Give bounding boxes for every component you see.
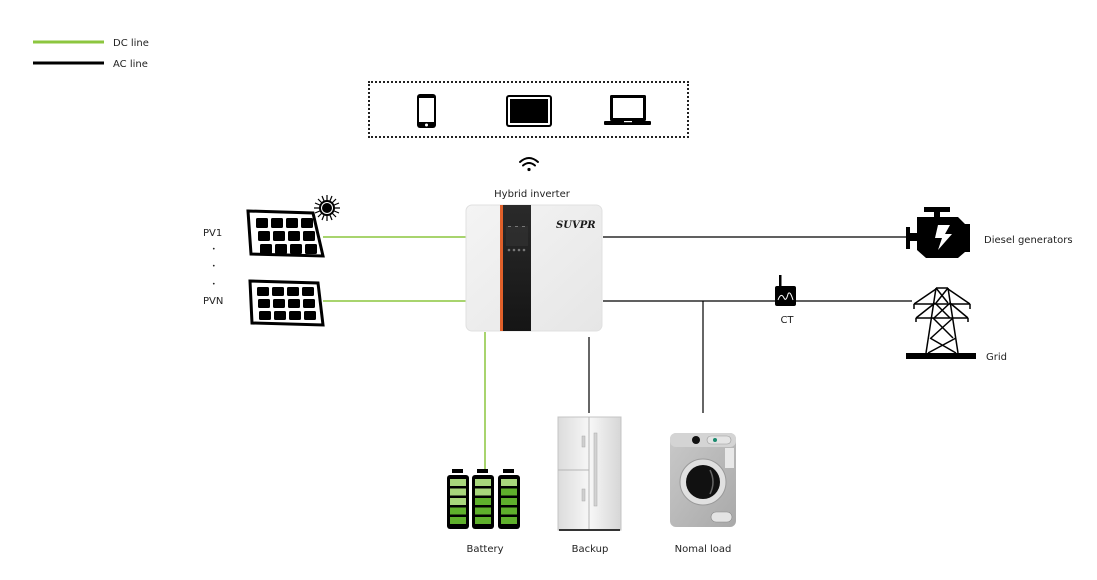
battery-label: Battery xyxy=(466,544,504,555)
diesel-generators-label: Diesel generators xyxy=(984,235,1073,246)
legend-ac-label: AC line xyxy=(113,59,148,70)
battery-level-bar xyxy=(450,517,466,524)
monitoring-devices-box xyxy=(368,81,689,138)
solar-cell xyxy=(259,311,271,320)
pv-dot-1: • xyxy=(212,246,216,253)
battery-terminal xyxy=(503,469,514,473)
solar-cell xyxy=(302,287,314,296)
tablet-icon xyxy=(506,95,552,127)
battery-level-bar xyxy=(501,498,517,505)
battery-terminal xyxy=(452,469,463,473)
solar-cell xyxy=(260,244,272,254)
battery-level-bar xyxy=(501,507,517,515)
inverter-title: Hybrid inverter xyxy=(494,189,570,200)
solar-cell xyxy=(287,287,299,296)
battery-level-bar xyxy=(501,517,517,524)
solar-cell xyxy=(273,231,285,241)
laptop-icon xyxy=(604,95,651,125)
battery-level-bar xyxy=(475,479,491,486)
smartphone-icon xyxy=(417,94,436,128)
solar-cell xyxy=(258,299,270,308)
solar-cell xyxy=(288,299,300,308)
solar-cell xyxy=(290,244,302,254)
backup-label: Backup xyxy=(571,544,609,555)
solar-cell xyxy=(275,244,287,254)
pv-dot-3: • xyxy=(212,281,216,288)
battery-level-bar xyxy=(501,479,517,486)
legend-dc-label: DC line xyxy=(113,38,149,49)
solar-cell xyxy=(256,218,268,228)
solar-cell xyxy=(305,244,317,254)
solar-cell xyxy=(286,218,298,228)
diesel-generator-icon xyxy=(906,207,970,258)
solar-cell xyxy=(303,231,315,241)
pv-dot-2: • xyxy=(212,263,216,270)
battery-level-bar xyxy=(475,507,491,515)
solar-cell xyxy=(301,218,313,228)
solar-cell xyxy=(271,218,283,228)
grid-tower-icon xyxy=(913,287,971,354)
solar-cell xyxy=(304,311,316,320)
battery-level-bar xyxy=(450,507,466,515)
sun-icon xyxy=(314,195,340,221)
battery-level-bar xyxy=(475,517,491,524)
hybrid-inverter-unit xyxy=(465,204,603,332)
washing-machine-icon xyxy=(670,433,736,527)
battery-level-bar xyxy=(501,488,517,496)
pv1-label: PV1 xyxy=(203,228,223,239)
pvn-label: PVN xyxy=(203,296,224,307)
ct-sensor-icon xyxy=(775,275,796,306)
solar-panel-pvn xyxy=(248,279,325,327)
grid-tower-base xyxy=(906,353,976,359)
battery-level-bar xyxy=(475,498,491,505)
ct-label: CT xyxy=(780,315,794,326)
solar-panel-pv1 xyxy=(246,209,325,258)
normal-load-label: Nomal load xyxy=(674,544,732,555)
solar-cell xyxy=(288,231,300,241)
solar-cell xyxy=(258,231,270,241)
solar-cell xyxy=(273,299,285,308)
inverter-brand-logo: SUVPR xyxy=(556,220,596,231)
battery-level-bar xyxy=(450,498,466,505)
battery-level-bar xyxy=(475,488,491,496)
grid-label: Grid xyxy=(986,352,1007,363)
battery-terminal xyxy=(477,469,488,473)
battery-bank-icon xyxy=(447,469,520,529)
refrigerator-icon xyxy=(557,416,622,531)
wifi-icon xyxy=(519,157,539,172)
solar-cell xyxy=(303,299,315,308)
solar-cell xyxy=(257,287,269,296)
solar-cell xyxy=(274,311,286,320)
solar-cell xyxy=(272,287,284,296)
solar-cell xyxy=(289,311,301,320)
battery-level-bar xyxy=(450,479,466,486)
battery-level-bar xyxy=(450,488,466,496)
